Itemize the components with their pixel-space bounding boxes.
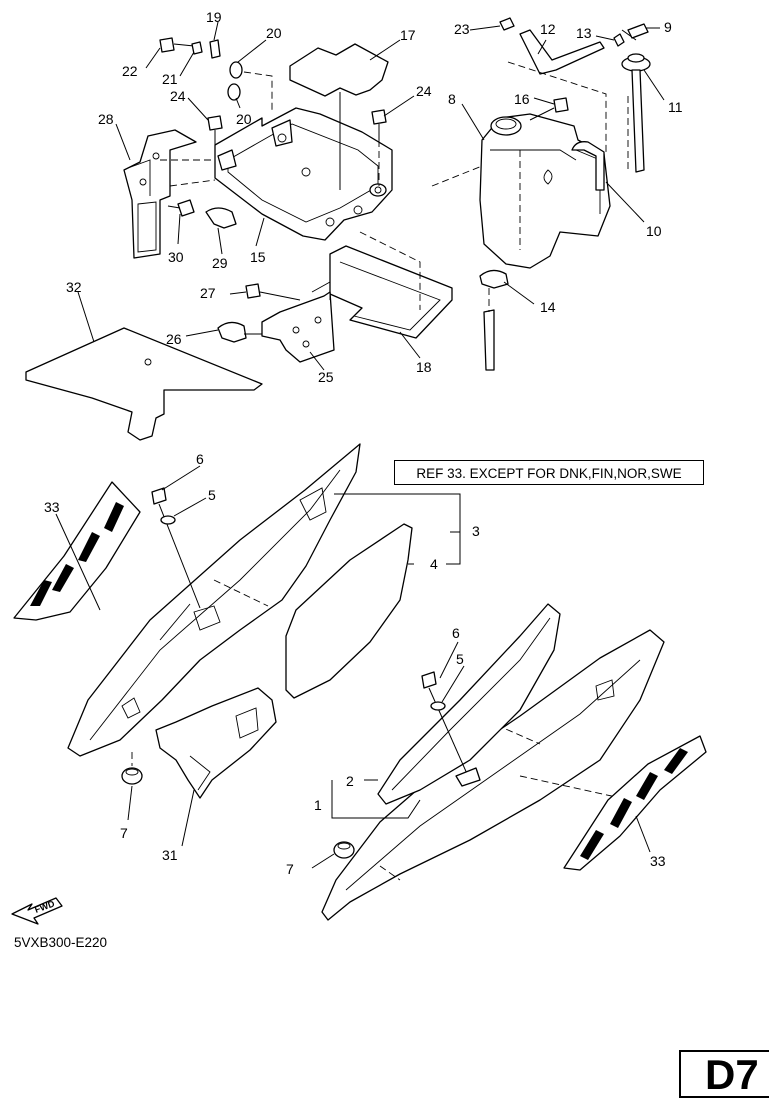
part-22-bolt (159, 37, 195, 53)
part-32-sheet (25, 327, 263, 441)
fwd-arrow-icon: FWD (11, 897, 63, 925)
callout-31: 31 (162, 847, 178, 863)
callout-8: 8 (448, 91, 456, 107)
callout-28: 28 (98, 111, 114, 127)
callout-4: 4 (430, 556, 438, 572)
part-2-panel (377, 603, 561, 805)
part-21-washer (191, 41, 203, 55)
callout-numbers: 19 20 22 21 24 20 17 24 28 30 29 15 32 2… (44, 9, 683, 877)
part-25-stay (261, 291, 335, 363)
part-3-side-cover-left (67, 443, 361, 757)
callout-24b: 24 (416, 83, 432, 99)
callout-5a: 5 (208, 487, 216, 503)
callout-19: 19 (206, 9, 222, 25)
callout-1: 1 (314, 797, 322, 813)
part-14-clamp (479, 269, 509, 289)
part-33-decal-right (563, 735, 707, 871)
part-28-bracket (123, 129, 197, 259)
part-26-clamp (217, 321, 247, 343)
part-24-bolt-right (371, 109, 387, 186)
callout-29: 29 (212, 255, 228, 271)
part-23-clip (499, 17, 515, 31)
callout-15: 15 (250, 249, 266, 265)
reference-note: REF 33. EXCEPT FOR DNK,FIN,NOR,SWE (394, 460, 704, 485)
part-29-clamp (205, 207, 237, 229)
part-18-tray (329, 245, 453, 339)
callout-6a: 6 (196, 451, 204, 467)
part-8-reservoir-tank (479, 113, 611, 269)
callout-7b: 7 (286, 861, 294, 877)
callout-12: 12 (540, 21, 556, 37)
callout-26: 26 (166, 331, 182, 347)
callout-25: 25 (318, 369, 334, 385)
callout-3: 3 (472, 523, 480, 539)
part-7-grommet-right (333, 841, 355, 859)
part-4-panel (285, 523, 413, 699)
callout-16: 16 (514, 91, 530, 107)
part-drain-hose (483, 309, 495, 371)
callout-23: 23 (454, 21, 470, 37)
callout-9: 9 (664, 19, 672, 35)
diagram-code: 5VXB300-E220 (14, 935, 108, 950)
callout-7a: 7 (120, 825, 128, 841)
part-30-bolt (167, 199, 195, 217)
part-13-clip (613, 33, 625, 47)
part-27-bolt (245, 283, 301, 301)
callout-13: 13 (576, 25, 592, 41)
callout-24a: 24 (170, 88, 186, 104)
callout-22: 22 (122, 63, 138, 79)
part-31-bracket (155, 687, 277, 799)
callout-11: 11 (668, 99, 683, 115)
callout-14: 14 (540, 299, 556, 315)
part-19-nut (209, 39, 221, 59)
part-20-grommet (229, 61, 243, 79)
callout-18: 18 (416, 359, 432, 375)
part-17-sheet (289, 43, 389, 97)
callout-32: 32 (66, 279, 82, 295)
callout-33b: 33 (650, 853, 666, 869)
part-7-grommet-left (121, 767, 143, 785)
callout-27: 27 (200, 285, 216, 301)
page-tag: D7 (679, 1050, 769, 1098)
callout-33a: 33 (44, 499, 60, 515)
callout-17: 17 (400, 27, 416, 43)
callout-21: 21 (162, 71, 178, 87)
part-9-fitting (627, 23, 649, 39)
callout-30: 30 (168, 249, 184, 265)
part-6-bolt-left (151, 487, 201, 609)
leader-lines (55, 21, 665, 869)
part-24-bolt-left (207, 115, 223, 150)
callout-20b: 20 (236, 111, 252, 127)
part-20b-grommet (227, 83, 241, 101)
callout-6b: 6 (452, 625, 460, 641)
callout-5b: 5 (456, 651, 464, 667)
part-10-hose (571, 141, 605, 191)
callout-2: 2 (346, 773, 354, 789)
part-16-bolt (529, 97, 569, 121)
part-11-cap (621, 53, 651, 173)
part-15-plate (214, 107, 393, 241)
part-33-decal-left (13, 481, 141, 621)
part-5-washer-left (160, 515, 176, 525)
part-5-washer-right (430, 701, 446, 711)
callout-10: 10 (646, 223, 662, 239)
callout-20a: 20 (266, 25, 282, 41)
